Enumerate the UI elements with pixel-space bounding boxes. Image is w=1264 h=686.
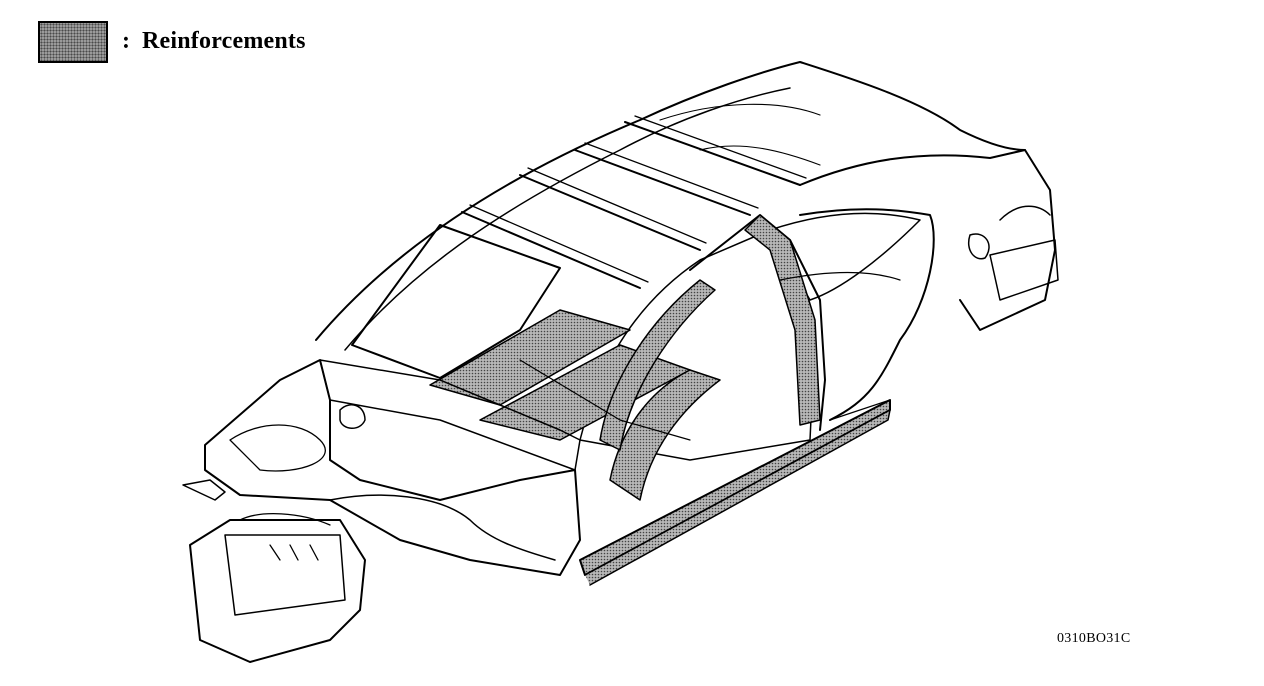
rear-quarter-window: [769, 212, 921, 301]
a-pillar-reinforcement: [599, 279, 716, 451]
strut-tower: [339, 404, 366, 429]
radiator-support: [224, 534, 346, 616]
roof-bow-2: [519, 174, 701, 251]
roof-bow-2b: [527, 167, 707, 244]
rear-quarter: [799, 208, 935, 421]
roof-bow-1b: [469, 204, 649, 283]
wheel-arch: [329, 494, 556, 561]
rocker-sill-lower: [584, 409, 891, 586]
roof-outline: [315, 61, 1026, 341]
rear-bumper: [989, 239, 1059, 301]
roof-bow-4: [624, 121, 801, 186]
front-frame: [189, 519, 366, 663]
rear-shelf: [779, 271, 901, 281]
roof-inner-edge: [344, 87, 791, 351]
roof-bow-3: [574, 149, 751, 216]
engine-bay: [204, 359, 581, 576]
front-crossmember: [239, 513, 331, 526]
legend: : Reinforcements: [38, 19, 306, 64]
legend-swatch: [38, 20, 108, 63]
windshield-frame: [351, 224, 561, 379]
rear-deck: [799, 149, 1056, 331]
tunnel: [519, 359, 691, 441]
roof-bow-1: [461, 211, 641, 289]
b-pillar-reinforcement: [744, 214, 821, 426]
cowl: [319, 359, 581, 471]
roof-detail: [659, 103, 821, 166]
floor-crossmember: [429, 309, 631, 406]
roof-bow-3b: [584, 142, 759, 209]
legend-label: Reinforcements: [142, 28, 306, 54]
front-bracket: [182, 479, 226, 501]
door-reinforcement: [609, 369, 721, 501]
b-pillar: [689, 214, 826, 431]
legend-colon: :: [122, 28, 130, 54]
sill-detail: [829, 399, 891, 421]
fender-apron: [229, 424, 326, 472]
front-slots: [269, 544, 319, 561]
taillight: [968, 205, 1051, 260]
figure-id: 0310BO31C: [1057, 631, 1131, 646]
